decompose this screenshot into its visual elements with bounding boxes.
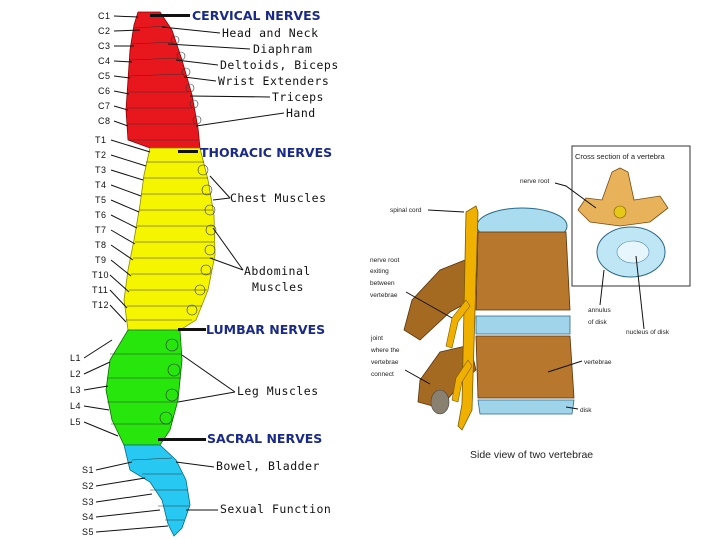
level-c5: C5 bbox=[98, 71, 111, 81]
level-c1: C1 bbox=[98, 11, 111, 21]
label-nerve-root-exiting-2: exiting bbox=[370, 268, 389, 275]
function-wrist-extenders: Wrist Extenders bbox=[218, 74, 329, 88]
function-sexual: Sexual Function bbox=[220, 502, 331, 516]
level-t2: T2 bbox=[95, 150, 107, 160]
side-view-caption: Side view of two vertebrae bbox=[470, 449, 593, 461]
function-chest-muscles: Chest Muscles bbox=[230, 191, 327, 205]
level-t10: T10 bbox=[92, 270, 109, 280]
level-l3: L3 bbox=[70, 385, 81, 395]
level-l4: L4 bbox=[70, 401, 81, 411]
function-abdominal: Abdominal bbox=[244, 264, 311, 278]
level-t3: T3 bbox=[95, 165, 107, 175]
nerve-heading-bars bbox=[150, 14, 206, 441]
level-c8: C8 bbox=[98, 116, 111, 126]
label-nerve-root: nerve root bbox=[520, 178, 549, 185]
function-head-neck: Head and Neck bbox=[222, 26, 319, 40]
level-t7: T7 bbox=[95, 225, 107, 235]
sacral-nerves-heading: SACRAL NERVES bbox=[207, 431, 322, 446]
label-joint-2: where the bbox=[370, 347, 400, 354]
function-deltoids-biceps: Deltoids, Biceps bbox=[220, 58, 339, 72]
level-c6: C6 bbox=[98, 86, 111, 96]
thoracic-nerves-heading: THORACIC NERVES bbox=[200, 145, 332, 160]
level-l5: L5 bbox=[70, 417, 81, 427]
function-triceps: Triceps bbox=[272, 90, 324, 104]
label-joint-1: joint bbox=[370, 335, 383, 342]
label-joint-4: connect bbox=[371, 371, 394, 378]
intervertebral-disk bbox=[475, 315, 571, 335]
function-leg-muscles: Leg Muscles bbox=[237, 384, 319, 398]
level-t9: T9 bbox=[95, 255, 107, 265]
label-annulus-1: annulus bbox=[588, 307, 612, 314]
spine-figure: C1 C2 C3 C4 C5 C6 C7 C8 T1 T2 T3 T4 T5 T… bbox=[70, 8, 339, 537]
lower-vertebra-body bbox=[475, 335, 575, 399]
vertebra-level-labels: C1 C2 C3 C4 C5 C6 C7 C8 T1 T2 T3 T4 T5 T… bbox=[70, 11, 111, 537]
level-c7: C7 bbox=[98, 101, 111, 111]
level-c3: C3 bbox=[98, 41, 111, 51]
upper-vertebra-body bbox=[475, 231, 571, 311]
level-c4: C4 bbox=[98, 56, 111, 66]
label-nerve-root-exiting-1: nerve root bbox=[370, 257, 399, 264]
label-spinal-cord: spinal cord bbox=[390, 207, 422, 214]
sacral-region bbox=[123, 444, 191, 537]
level-s2: S2 bbox=[82, 481, 94, 491]
level-s5: S5 bbox=[82, 527, 94, 537]
inset-title: Cross section of a vertebra bbox=[575, 152, 665, 161]
level-t1: T1 bbox=[95, 135, 107, 145]
level-t11: T11 bbox=[92, 285, 108, 295]
function-bowel-bladder: Bowel, Bladder bbox=[216, 459, 320, 473]
level-s3: S3 bbox=[82, 497, 94, 507]
label-nucleus: nucleus of disk bbox=[626, 329, 670, 336]
label-joint-3: vertebrae bbox=[371, 359, 399, 366]
level-t5: T5 bbox=[95, 195, 107, 205]
level-c2: C2 bbox=[98, 26, 111, 36]
level-s4: S4 bbox=[82, 512, 94, 522]
label-disk: disk bbox=[580, 407, 592, 414]
lumbar-nerves-heading: LUMBAR NERVES bbox=[206, 322, 325, 337]
vertebrae-panel: Cross section of a vertebra nerve root s… bbox=[355, 130, 695, 480]
cervical-nerves-heading: CERVICAL NERVES bbox=[192, 8, 321, 23]
level-s1: S1 bbox=[82, 465, 94, 475]
thoracic-region bbox=[123, 147, 216, 331]
cervical-region bbox=[125, 11, 201, 149]
level-t8: T8 bbox=[95, 240, 107, 250]
level-t4: T4 bbox=[95, 180, 107, 190]
label-vertebrae: vertebrae bbox=[584, 359, 612, 366]
label-nerve-root-exiting-3: between bbox=[370, 280, 395, 287]
level-t12: T12 bbox=[92, 300, 109, 310]
label-nerve-root-exiting-4: vertebrae bbox=[370, 292, 398, 299]
label-annulus-2: of disk bbox=[588, 319, 608, 326]
level-l1: L1 bbox=[70, 353, 81, 363]
function-hand: Hand bbox=[286, 106, 316, 120]
function-abdominal-muscles: Muscles bbox=[252, 280, 304, 294]
level-l2: L2 bbox=[70, 369, 81, 379]
level-t6: T6 bbox=[95, 210, 107, 220]
cross-section-vertebra bbox=[577, 167, 669, 227]
lumbar-region bbox=[105, 329, 183, 446]
function-diaphram: Diaphram bbox=[253, 42, 312, 56]
